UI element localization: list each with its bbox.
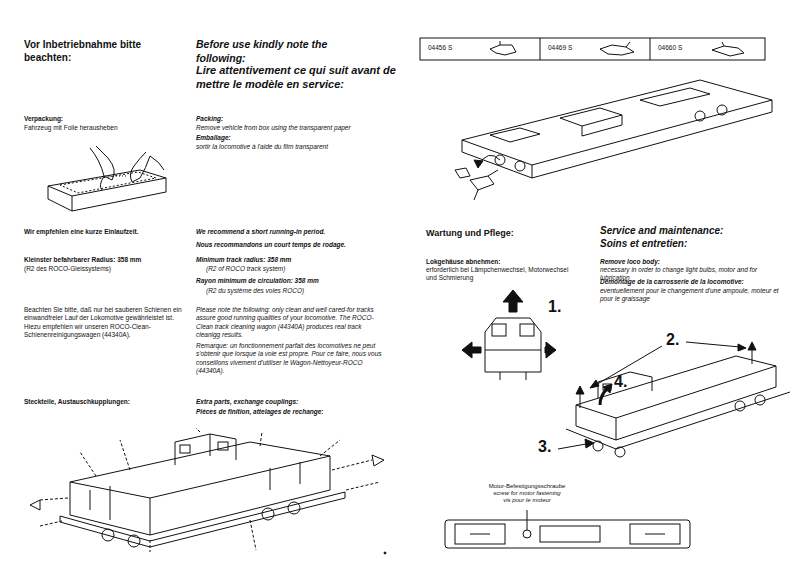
body-text: Fahrzeug mit Folie herausheben: [24, 124, 118, 132]
part-table: [420, 38, 765, 60]
subheading: Rayon minimum de circulation: 358 mm: [196, 277, 319, 285]
subheading: Extra parts, exchange couplings:: [196, 398, 298, 406]
subheading: Remove loco body:: [600, 258, 660, 266]
body-text: Beachten Sie bitte, daß nur bei sauberen…: [24, 306, 182, 340]
step-number: 3.: [538, 437, 551, 458]
subheading: Lokgehäuse abnehmen:: [426, 258, 500, 266]
body-text: (R2 of ROCO track system): [206, 265, 285, 273]
chassis-drawing: [455, 80, 772, 200]
part-number: 04469 S: [548, 44, 572, 52]
subheading: Steckteile, Austauschkupplungen:: [24, 398, 130, 406]
subheading: Kleinster befahrbarer Radius: 358 mm: [24, 256, 141, 264]
subheading: Packing:: [196, 115, 223, 123]
subheading: Emballage:: [196, 134, 231, 142]
body-text: (R2 des ROCO-Gleissystems): [24, 265, 111, 273]
section-heading: Soins et entretien:: [600, 237, 687, 250]
packing-illustration: [48, 146, 166, 211]
step-number: 1.: [548, 297, 561, 318]
section-heading: Vor Inbetriebnahme bitte beachten:: [24, 38, 154, 64]
callout-text: Motor-Befestigungsschraube: [472, 483, 582, 491]
subheading: Wir empfehlen eine kurze Einlaufzeit.: [24, 228, 138, 236]
part-number: 04456 S: [428, 44, 452, 52]
subheading: We recommend a short running-in period.: [196, 228, 325, 236]
body-text: eventuellement pour le changement d'une …: [600, 287, 785, 304]
subheading: Démontage de la carrosserie de la locomo…: [600, 278, 744, 286]
body-text: Remarque: un fonctionnement parfait des …: [196, 342, 384, 376]
body-text: Remove vehicle from box using the transp…: [196, 124, 351, 132]
section-heading: Before use kindly note the following:: [196, 38, 371, 65]
subheading: Nous recommandons un court temps de roda…: [196, 241, 346, 249]
page-dot: [384, 552, 386, 554]
motor-chassis-drawing: [445, 510, 690, 548]
body-text: Please note the following: only clean an…: [196, 306, 384, 340]
locomotive-parts-drawing: [30, 428, 384, 552]
subheading: Verpackung:: [24, 115, 63, 123]
section-heading: Service and maintenance:: [600, 224, 723, 237]
subheading: Pièces de finition, attelages de rechang…: [196, 408, 324, 416]
section-heading: Lire attentivement ce qui suit avant de …: [196, 63, 396, 92]
callout-text: screw for motor fastening: [472, 490, 582, 498]
step-number: 2.: [666, 330, 679, 351]
part-number: 04660 S: [658, 44, 682, 52]
body-text: (R2 du système des voies ROCO): [206, 287, 304, 295]
subheading: Minimum track radius: 358 mm: [196, 256, 291, 264]
body-text: erforderlich bei Lämpchenwechsel, Motorw…: [426, 266, 576, 283]
body-removal-drawing: [558, 342, 790, 457]
callout-text: vis pour le moteur: [472, 497, 582, 505]
body-text: sortir la locomotive à l'aide du film tr…: [196, 143, 328, 151]
step-number: 4.: [614, 372, 627, 393]
cab-front-drawing: [462, 290, 556, 380]
section-heading: Wartung und Pflege:: [426, 228, 514, 240]
